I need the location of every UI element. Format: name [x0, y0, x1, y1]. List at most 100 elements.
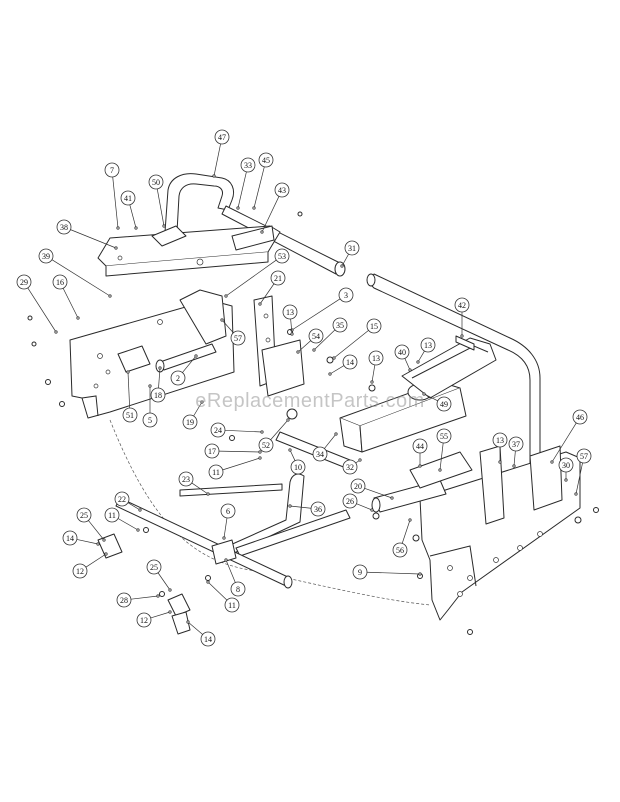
upper-handle-bar — [164, 173, 346, 277]
callout-leader — [313, 329, 336, 351]
callout-number: 57 — [234, 334, 242, 343]
callout-leader-dot — [104, 552, 108, 556]
callout-leader — [27, 287, 57, 333]
callout-leader-dot — [370, 380, 374, 384]
callout-2: 2 — [170, 354, 198, 386]
callout-circle — [290, 459, 306, 475]
callout-circle — [200, 631, 216, 647]
callout-14: 14 — [186, 620, 216, 647]
callout-number: 11 — [228, 601, 236, 610]
callout-leader — [401, 519, 411, 544]
callout-number: 52 — [262, 441, 270, 450]
callout-leader — [371, 364, 376, 383]
callout-leader — [290, 318, 293, 335]
callout-leader — [207, 581, 228, 601]
callout-leader-dot — [422, 392, 426, 396]
callout-number: 17 — [208, 447, 216, 456]
callout-leader — [222, 457, 261, 471]
callout-25: 25 — [76, 507, 106, 542]
callout-circle — [338, 287, 354, 303]
callout-leader-dot — [102, 538, 106, 542]
callout-leader — [366, 571, 421, 575]
callout-leader-dot — [288, 448, 292, 452]
callout-44: 44 — [412, 438, 428, 468]
callout-circle — [508, 436, 524, 452]
callout-leader — [156, 188, 165, 227]
callout-circle — [38, 248, 54, 264]
callout-55: 55 — [436, 428, 452, 472]
callout-number: 13 — [372, 354, 380, 363]
callout-number: 16 — [56, 278, 64, 287]
callout-leader-dot — [76, 316, 80, 320]
callout-leader-dot — [206, 580, 210, 584]
callout-circle — [178, 471, 194, 487]
callout-number: 39 — [42, 252, 50, 261]
callout-leader-dot — [194, 354, 198, 358]
center-tie-rod — [227, 431, 351, 557]
callout-number: 21 — [274, 274, 282, 283]
callout-circle — [420, 337, 436, 353]
callout-circle — [214, 129, 230, 145]
callout-leader-dot — [408, 518, 412, 522]
callout-number: 44 — [416, 442, 424, 451]
callout-23: 23 — [178, 471, 210, 496]
callout-leader — [221, 319, 234, 334]
callout-number: 22 — [118, 495, 126, 504]
callout-number: 14 — [204, 635, 212, 644]
callout-leader — [297, 340, 312, 353]
callout-leader-dot — [96, 542, 100, 546]
callout-leader — [237, 171, 247, 209]
callout-number: 14 — [346, 358, 354, 367]
callout-43: 43 — [260, 182, 290, 234]
callout-leader — [513, 450, 516, 467]
callout-circle — [412, 438, 428, 454]
callout-leader — [551, 422, 577, 463]
callout-39: 39 — [38, 248, 112, 298]
callout-circle — [56, 219, 72, 235]
callout-number: 42 — [458, 301, 466, 310]
callout-leader — [130, 595, 159, 600]
middle-bracket — [253, 295, 305, 397]
callout-circle — [122, 407, 138, 423]
callout-circle — [274, 182, 290, 198]
callout-35: 35 — [312, 317, 348, 352]
lower-brackets — [97, 533, 237, 635]
callout-33: 33 — [236, 157, 256, 210]
callout-leader-dot — [224, 294, 228, 298]
callout-circle — [72, 563, 88, 579]
callout-leader — [253, 166, 265, 209]
callout-leader-dot — [258, 450, 262, 454]
callout-circle — [258, 437, 274, 453]
callout-leader-dot — [498, 460, 502, 464]
callout-leader-dot — [252, 206, 256, 210]
callout-circle — [258, 152, 274, 168]
callout-37: 37 — [508, 436, 524, 468]
callout-number: 13 — [286, 308, 294, 317]
callout-leader-dot — [564, 478, 568, 482]
callout-24: 24 — [210, 422, 264, 438]
callout-leader-dot — [222, 536, 226, 540]
callout-circle — [454, 297, 470, 313]
callout-circle — [116, 592, 132, 608]
callout-34: 34 — [312, 432, 338, 462]
callout-circle — [120, 190, 136, 206]
callout-number: 46 — [576, 413, 584, 422]
callout-number: 30 — [562, 461, 570, 470]
callout-leader-dot — [290, 332, 294, 336]
callout-circle — [558, 457, 574, 473]
callout-circle — [230, 330, 246, 346]
callout-18: 18 — [150, 366, 166, 403]
callout-circle — [332, 317, 348, 333]
callout-leader-dot — [220, 318, 224, 322]
callout-circle — [136, 612, 152, 628]
callout-leader-dot — [370, 508, 374, 512]
callout-leader — [88, 520, 105, 541]
callout-number: 23 — [182, 475, 190, 484]
callout-11: 11 — [104, 507, 140, 532]
callout-circle — [392, 542, 408, 558]
callout-leader-dot — [136, 528, 140, 532]
callout-leader — [270, 419, 289, 440]
callout-circle — [572, 409, 588, 425]
callout-28: 28 — [116, 592, 160, 608]
callout-leader-dot — [158, 366, 162, 370]
